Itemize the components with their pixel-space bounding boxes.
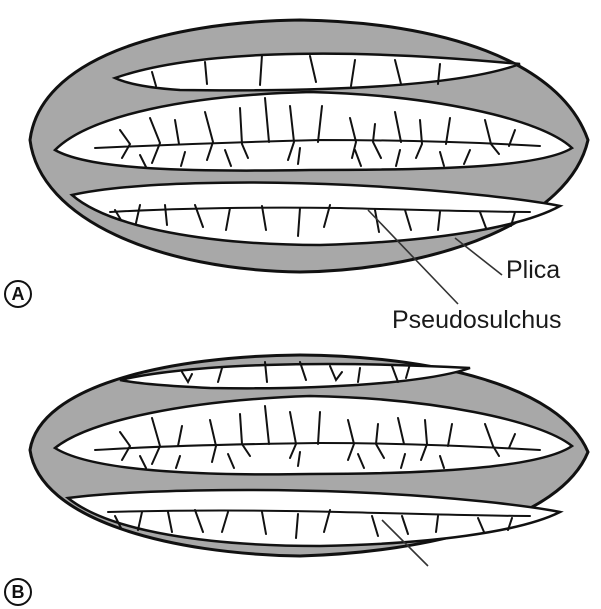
panel-b-badge: B: [4, 578, 32, 606]
panel-a-badge: A: [4, 280, 32, 308]
plica-pointer-line: [455, 238, 502, 275]
panel-b-cell: [30, 355, 588, 566]
pseudosulchus-label: Pseudosulchus: [392, 306, 562, 335]
plica-label: Plica: [506, 256, 560, 285]
panel-a-cell: [30, 20, 588, 304]
